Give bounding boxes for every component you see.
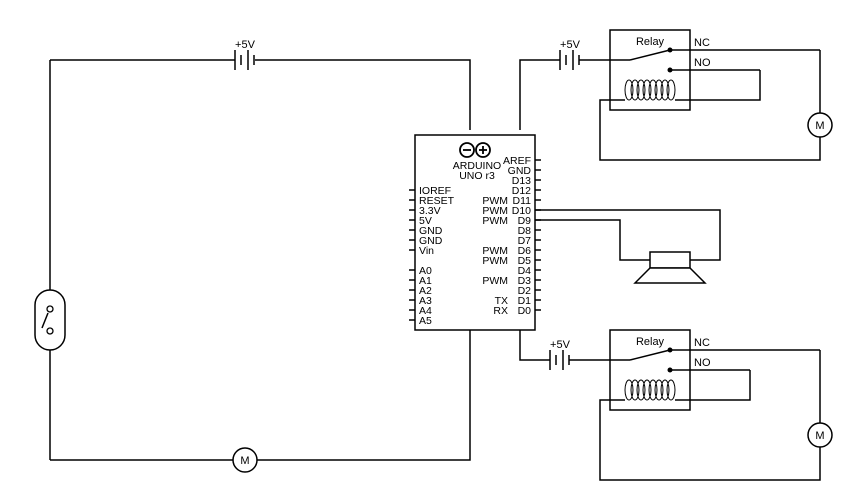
wire-bottom-right [257,330,471,461]
battery-left-label: +5V [235,39,256,51]
wire-arduino-relay-bottom [519,330,550,361]
motor-bottom-left-label: M [240,455,249,467]
pin-label-d6: D6 [518,245,532,257]
wire-relay-top-motor-loop [599,99,821,161]
pin-label-d9: D9 [518,215,532,227]
serial-mark-d1: TX [495,295,508,307]
relay-top-label: Relay [636,36,665,48]
wire-d-top-left [255,59,471,130]
pin-label-5v: 5V [419,215,432,227]
pin-label-reset: RESET [419,195,455,207]
pin-label-d2: D2 [518,285,532,297]
relay-bottom-no-label: NO [694,357,711,369]
pin-label-a3: A3 [419,295,432,307]
motor-bottom-left: M [232,447,258,473]
pin-label-aref: AREF [503,155,531,167]
relay-bottom-nc-label: NC [694,337,710,349]
motor-right-top-label: M [815,120,824,132]
pin-label-ioref: IOREF [419,185,451,197]
relay-bottom-label: Relay [636,336,665,348]
pin-label-gnd: GND [419,235,443,247]
motor-right-bottom [807,422,833,448]
battery-relay-bottom-label: +5V [550,339,571,351]
pin-label-d3: D3 [518,275,532,287]
pin-label-d0: D0 [518,305,532,317]
battery-relay-top-label: +5V [560,39,581,51]
pin-label-a1: A1 [419,275,432,287]
speaker-wiring [535,209,721,261]
relay-top-nc-label: NC [694,37,710,49]
relay-bottom-contact-arm [629,349,671,361]
serial-mark-d0: RX [493,305,508,317]
relay-bottom-circuit: +5V Relay NC NO M [519,329,833,481]
motor-right-bottom-label: M [815,430,824,442]
pin-label-vin: Vin [419,245,434,257]
arduino-title-line2: UNO r3 [459,170,495,182]
pin-label-d4: D4 [518,265,532,277]
relay-top-circuit: +5V Relay NC NO M [519,29,833,161]
pin-label-a4: A4 [419,305,432,317]
wire-arduino-relay-top [519,59,560,130]
relay-top-no-label: NO [694,57,711,69]
arduino-title-line1: ARDUINO [453,160,501,172]
pin-label-d1: D1 [518,295,532,307]
pin-label-d13: D13 [512,175,531,187]
wire-relay-top-coil [675,70,761,101]
pin-label-d5: D5 [518,255,532,267]
relay-top-coil [624,79,676,101]
arduino-board: ARDUINO UNO r3 AREFGNDD13D12D11D10D9D8D7… [409,134,541,331]
battery-left: +5V [234,39,256,70]
speaker-icon [633,251,707,284]
pwm-mark-d9: PWM [482,215,508,227]
speaker-magnet [649,251,691,269]
motor-right-top [807,112,833,138]
pin-label-gnd: GND [419,225,443,237]
left-loop [49,59,471,461]
pwm-mark-d6: PWM [482,245,508,257]
pwm-mark-d10: PWM [482,205,508,217]
pwm-mark-d3: PWM [482,275,508,287]
pin-label-d11: D11 [513,195,532,207]
pin-label-a0: A0 [419,265,432,277]
pin-label-d10: D10 [512,205,531,217]
arduino-infinity-logo [459,142,491,158]
wire-d10-speaker [535,209,721,261]
pin-label-gnd: GND [508,165,532,177]
pin-label-33v: 3.3V [419,205,441,217]
switch-body [34,289,66,351]
wire-d9-speaker [535,219,650,261]
wire-relay-bottom-motor-loop [599,399,821,481]
pwm-mark-d11: PWM [482,195,508,207]
pin-label-a2: A2 [419,285,432,297]
pin-label-a5: A5 [419,315,432,327]
pin-label-d8: D8 [518,225,532,237]
wire-relay-bottom-coil [675,370,751,401]
pwm-mark-d5: PWM [482,255,508,267]
pin-label-d12: D12 [512,185,531,197]
relay-bottom-coil [624,379,676,401]
switch-icon [34,289,66,351]
speaker-cone [633,267,707,284]
arduino-body [414,134,536,331]
switch-lever [41,312,49,329]
relay-top-contact-arm [629,49,671,61]
pin-label-d7: D7 [518,235,532,247]
